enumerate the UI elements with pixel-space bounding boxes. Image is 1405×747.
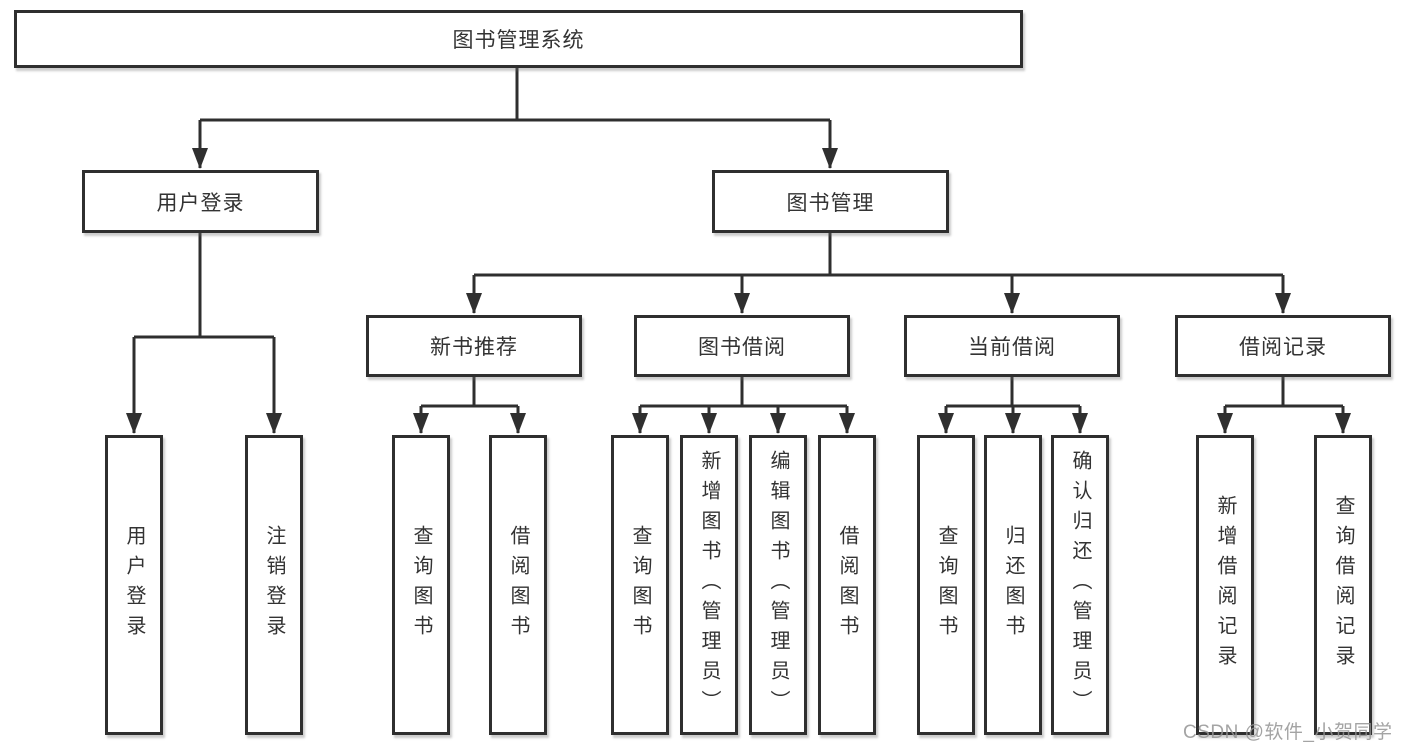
leaf-bb-add-book-admin-label: 新增图书（管理员） — [698, 450, 720, 720]
leaf-nbr-query-book-label: 查询图书 — [410, 525, 432, 645]
node-borrow-records: 借阅记录 — [1175, 315, 1391, 377]
leaf-cb-confirm-return-admin: 确认归还（管理员） — [1051, 435, 1109, 735]
leaf-cb-query-book: 查询图书 — [917, 435, 975, 735]
node-root-label: 图书管理系统 — [452, 29, 585, 52]
leaf-cb-query-book-label: 查询图书 — [935, 525, 957, 645]
leaf-cb-confirm-return-admin-label: 确认归还（管理员） — [1069, 450, 1091, 720]
leaf-bb-query-book: 查询图书 — [611, 435, 669, 735]
leaf-br-query-record: 查询借阅记录 — [1314, 435, 1372, 735]
node-borrow-records-label: 借阅记录 — [1239, 336, 1327, 359]
node-book-management-branch: 图书管理 — [712, 170, 949, 233]
leaf-user-login: 用户登录 — [105, 435, 163, 735]
node-user-login-label: 用户登录 — [156, 191, 245, 215]
node-current-borrow: 当前借阅 — [904, 315, 1120, 377]
leaf-bb-edit-book-admin-label: 编辑图书（管理员） — [767, 450, 789, 720]
node-book-borrow-label: 图书借阅 — [698, 336, 786, 359]
leaf-cb-return-book: 归还图书 — [984, 435, 1042, 735]
leaf-nbr-query-book: 查询图书 — [392, 435, 450, 735]
leaf-cb-return-book-label: 归还图书 — [1002, 525, 1024, 645]
leaf-nbr-borrow-book: 借阅图书 — [489, 435, 547, 735]
node-new-book-recommend: 新书推荐 — [366, 315, 582, 377]
node-current-borrow-label: 当前借阅 — [968, 336, 1056, 359]
node-book-management-label: 图书管理 — [786, 191, 875, 215]
leaf-nbr-borrow-book-label: 借阅图书 — [507, 525, 529, 645]
node-root-library-system: 图书管理系统 — [14, 10, 1023, 68]
leaf-logout-label: 注销登录 — [263, 525, 285, 645]
leaf-br-add-record-label: 新增借阅记录 — [1214, 495, 1236, 675]
watermark: CSDN @软件_小贺同学 — [1183, 722, 1393, 743]
node-book-borrow: 图书借阅 — [634, 315, 850, 377]
leaf-bb-borrow-book-label: 借阅图书 — [836, 525, 858, 645]
leaf-bb-edit-book-admin: 编辑图书（管理员） — [749, 435, 807, 735]
leaf-logout: 注销登录 — [245, 435, 303, 735]
node-new-book-recommend-label: 新书推荐 — [430, 336, 518, 359]
leaf-br-query-record-label: 查询借阅记录 — [1332, 495, 1354, 675]
node-user-login-branch: 用户登录 — [82, 170, 319, 233]
leaf-bb-query-book-label: 查询图书 — [629, 525, 651, 645]
leaf-bb-borrow-book: 借阅图书 — [818, 435, 876, 735]
leaf-br-add-record: 新增借阅记录 — [1196, 435, 1254, 735]
leaf-user-login-label: 用户登录 — [123, 525, 145, 645]
leaf-bb-add-book-admin: 新增图书（管理员） — [680, 435, 738, 735]
